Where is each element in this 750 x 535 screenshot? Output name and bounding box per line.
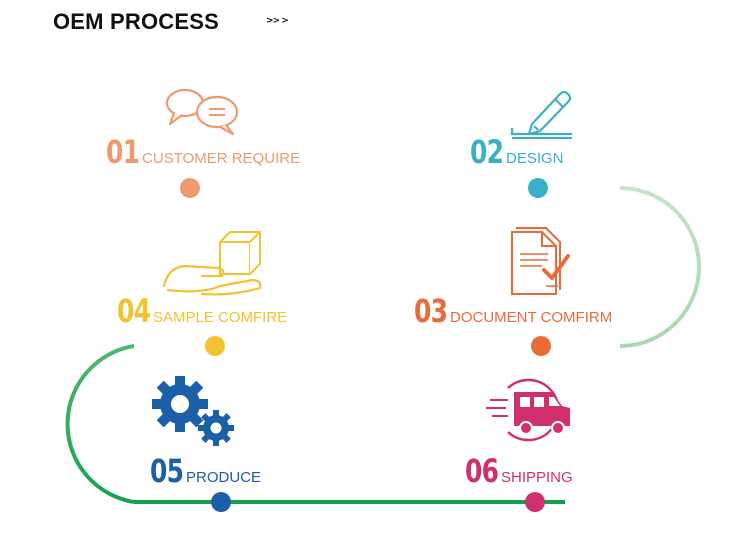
track-curve-left	[65, 344, 135, 504]
double-chevron-icon: >> >	[266, 16, 289, 26]
step-06: 06 SHIPPING	[465, 452, 573, 490]
step-number: 03	[414, 292, 448, 330]
chat-bubbles-icon	[165, 88, 239, 136]
step-label: DESIGN	[506, 150, 564, 167]
step-01-marker	[180, 178, 200, 198]
step-label: PRODUCE	[186, 469, 262, 486]
step-number: 02	[470, 133, 504, 171]
step-01: 01 CUSTOMER REQUIRE	[106, 133, 300, 171]
step-03: 03 DOCUMENT COMFIRM	[414, 292, 612, 330]
step-03-marker	[531, 336, 551, 356]
gears-icon	[152, 376, 234, 446]
delivery-truck-icon	[486, 378, 570, 442]
step-02: 02 DESIGN	[470, 133, 564, 171]
document-check-icon	[511, 227, 570, 295]
step-05-marker	[211, 492, 231, 512]
step-04: 04 SAMPLE COMFIRE	[117, 292, 287, 330]
step-02-marker	[528, 178, 548, 198]
step-label: CUSTOMER REQUIRE	[142, 150, 301, 167]
pencil-icon	[510, 90, 572, 139]
step-number: 05	[150, 452, 184, 490]
step-04-marker	[205, 336, 225, 356]
step-05: 05 PRODUCE	[150, 452, 261, 490]
step-label: SHIPPING	[501, 469, 573, 486]
step-label: SAMPLE COMFIRE	[153, 309, 288, 326]
step-number: 01	[106, 133, 140, 171]
step-number: 04	[117, 292, 151, 330]
step-06-marker	[525, 492, 545, 512]
page-title: OEM PROCESS	[53, 9, 220, 34]
hand-box-icon	[162, 231, 262, 296]
step-label: DOCUMENT COMFIRM	[450, 309, 613, 326]
track-curve-right	[619, 186, 701, 348]
step-number: 06	[465, 452, 499, 490]
